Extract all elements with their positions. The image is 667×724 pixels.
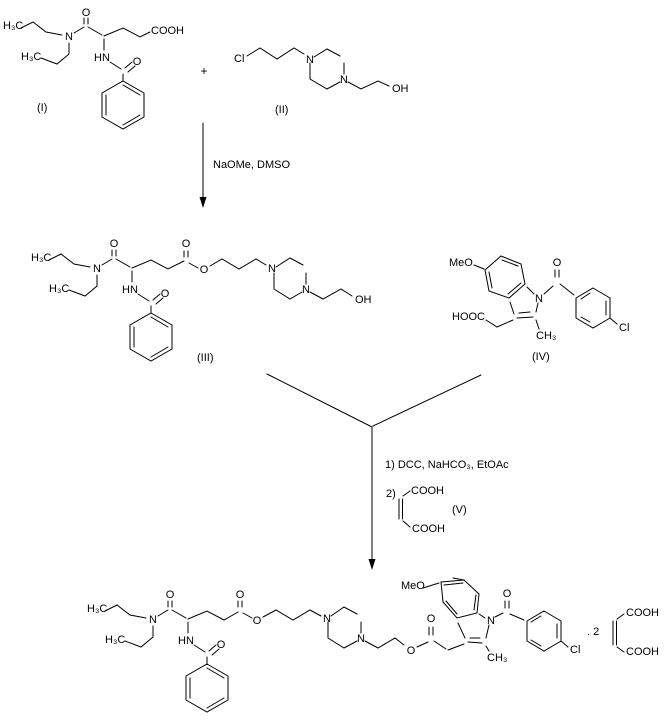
atom-label-o: O	[200, 264, 209, 276]
compound-i-skeleton	[20, 21, 151, 130]
compound-iv: MeO HOOC N O CH₃ Cl (IV)	[449, 255, 629, 363]
atom-label-n: N	[306, 54, 314, 66]
atom-label-n: N	[357, 633, 365, 645]
atom-label-o: O	[82, 7, 91, 19]
compound-iii-label: (III)	[197, 352, 214, 364]
step2-reagents-line1: 1) DCC, NaHCO₃, EtOAc	[385, 459, 509, 471]
atom-label-o: O	[553, 257, 562, 269]
atom-label-cooh: COOH	[626, 607, 659, 619]
atom-label-h3c: H₃C	[105, 634, 125, 646]
atom-label-ch3: CH₃	[487, 652, 507, 664]
final-product: H₃C H₃C N O O O HN O N N O O MeO N CH₃ O…	[87, 577, 580, 713]
step1-reagents: NaOMe, DMSO	[213, 159, 290, 171]
atom-label-meo: MeO	[449, 257, 473, 269]
atom-label-h3c: H₃C	[21, 51, 41, 63]
atom-label-cl: Cl	[619, 322, 629, 334]
maleate-skeleton	[612, 613, 625, 653]
atom-label-n: N	[65, 31, 73, 43]
atom-label-h3c: H₃C	[3, 20, 23, 32]
compound-ii-label: (II)	[275, 104, 288, 116]
atom-label-n: N	[340, 74, 348, 86]
final-product-double-bonds	[167, 582, 558, 709]
compound-i: H₃C H₃C N O COOH HN O (I)	[3, 7, 184, 130]
atom-label-oh: OH	[355, 294, 372, 306]
atom-label-ch3: CH₃	[536, 330, 556, 342]
compound-v-label: (V)	[452, 504, 467, 516]
atom-label-n: N	[149, 614, 157, 626]
atom-label-o: O	[503, 588, 512, 600]
atom-label-n: N	[535, 293, 543, 305]
atom-label-o: O	[253, 615, 262, 627]
reaction-step-2: 1) DCC, NaHCO₃, EtOAc 2)	[266, 373, 509, 570]
compound-iii: H₃C H₃C N O O O HN O N N OH (III)	[31, 238, 372, 364]
atom-label-cooh: COOH	[412, 523, 445, 535]
reaction-step-1: NaOMe, DMSO	[199, 122, 290, 208]
atom-label-cooh: COOH	[626, 646, 659, 658]
atom-label-n: N	[268, 263, 276, 275]
compound-v-skeleton	[398, 490, 411, 528]
compound-iii-skeleton	[48, 253, 353, 362]
atom-label-hn: HN	[178, 635, 194, 647]
salt-ratio: . 2	[587, 626, 599, 638]
atom-label-oh: OH	[392, 83, 409, 95]
atom-label-cl: Cl	[570, 644, 580, 656]
atom-label-hooc: HOOC	[452, 311, 485, 323]
atom-label-o: O	[161, 288, 170, 300]
atom-label-o: O	[407, 645, 416, 657]
atom-label-hn: HN	[122, 284, 138, 296]
atom-label-o: O	[166, 589, 175, 601]
atom-label-cooh: COOH	[151, 25, 184, 37]
atom-label-o: O	[133, 56, 142, 68]
atom-label-o: O	[217, 639, 226, 651]
atom-label-n: N	[93, 263, 101, 275]
compound-i-label: (I)	[37, 102, 47, 114]
compound-v: COOH COOH (V)	[398, 485, 467, 535]
atom-label-h3c: H₃C	[49, 283, 69, 295]
atom-label-o: O	[236, 589, 245, 601]
maleate-salt: . 2 COOH COOH	[587, 607, 659, 658]
plus-operator: +	[200, 64, 207, 78]
atom-label-h3c: H₃C	[87, 603, 107, 615]
compound-iv-skeleton	[473, 255, 618, 330]
final-product-skeleton	[104, 577, 569, 713]
atom-label-n: N	[323, 613, 331, 625]
atom-label-h3c: H₃C	[31, 252, 51, 264]
step2-reagents-line2: 2)	[386, 488, 396, 500]
atom-label-o: O	[427, 613, 436, 625]
atom-label-meo: MeO	[401, 580, 425, 592]
convergence-lines	[266, 373, 482, 564]
atom-label-n: N	[302, 284, 310, 296]
arrowhead-icon	[199, 197, 207, 208]
compound-iii-double-bonds	[111, 249, 189, 358]
compound-iv-label: (IV)	[532, 351, 550, 363]
compound-i-double-bonds	[83, 17, 141, 126]
atom-label-cl: Cl	[234, 53, 244, 65]
atom-label-o: O	[182, 238, 191, 250]
atom-label-cooh: COOH	[411, 485, 444, 497]
atom-label-n: N	[487, 615, 495, 627]
compound-ii: Cl N N OH (II)	[234, 47, 409, 116]
arrowhead-icon	[368, 559, 376, 570]
compound-iv-double-bonds	[488, 259, 607, 323]
atom-label-o: O	[110, 238, 119, 250]
atom-label-hn: HN	[94, 52, 110, 64]
compound-ii-skeleton	[246, 47, 390, 90]
